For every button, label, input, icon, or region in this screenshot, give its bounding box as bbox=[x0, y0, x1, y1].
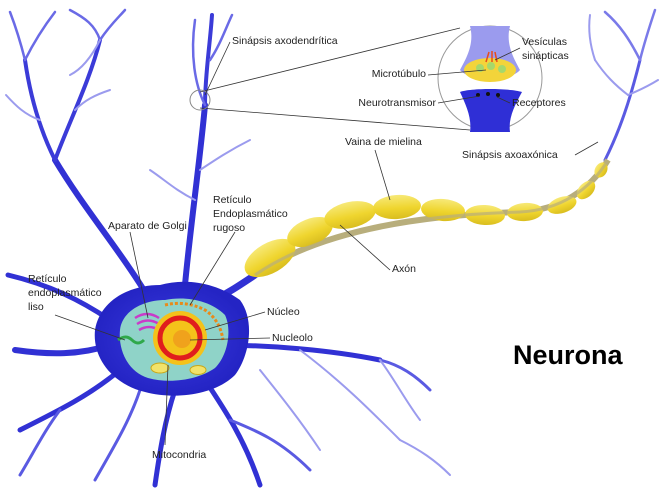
label-receptores: Receptores bbox=[512, 97, 566, 109]
label-microtubulo: Microtúbulo bbox=[372, 68, 426, 80]
label-reticulo-rugoso-1: Retículo bbox=[213, 194, 252, 206]
label-reticulo-liso-1: Retículo bbox=[28, 273, 67, 285]
label-sinapticas: sinápticas bbox=[522, 50, 569, 62]
label-vesiculas: Vesículas bbox=[522, 36, 567, 48]
label-aparato-golgi: Aparato de Golgi bbox=[108, 220, 187, 232]
dendrites bbox=[6, 10, 658, 485]
label-reticulo-rugoso-2: Endoplasmático bbox=[213, 208, 288, 220]
label-axon: Axón bbox=[392, 263, 416, 275]
cell-body bbox=[95, 282, 249, 396]
label-neurotransmisor: Neurotransmisor bbox=[358, 97, 436, 109]
label-nucleo: Núcleo bbox=[267, 306, 300, 318]
label-sinapsis-axoaxonica: Sinápsis axoaxónica bbox=[462, 149, 558, 161]
mitochondrion bbox=[151, 363, 169, 373]
label-reticulo-liso-3: liso bbox=[28, 301, 44, 313]
nucleolus bbox=[173, 330, 191, 348]
label-sinapsis-axodendritica: Sinápsis axodendrítica bbox=[232, 35, 338, 47]
axon bbox=[238, 160, 610, 285]
label-nucleolo: Nucleolo bbox=[272, 332, 313, 344]
myelin-sheath bbox=[238, 160, 610, 285]
label-reticulo-liso-2: endoplasmático bbox=[28, 287, 102, 299]
label-vaina-mielina: Vaina de mielina bbox=[345, 136, 422, 148]
label-reticulo-rugoso-3: rugoso bbox=[213, 222, 245, 234]
diagram-title: Neurona bbox=[513, 340, 624, 370]
label-mitocondria: Mitocondria bbox=[152, 449, 206, 461]
